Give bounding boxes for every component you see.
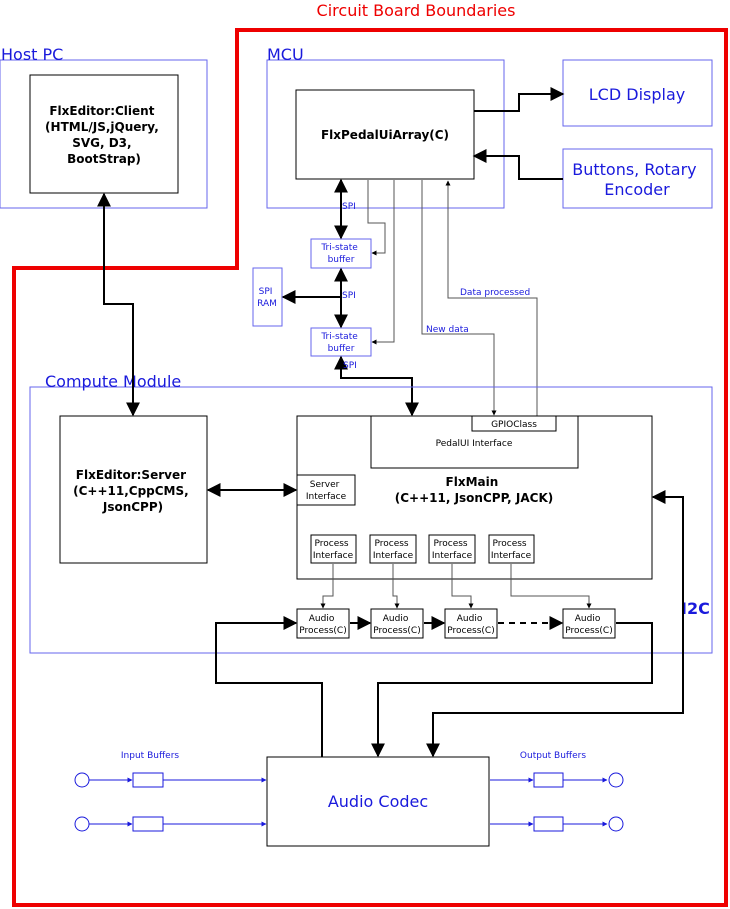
spi-ram-box: [252, 267, 283, 327]
output-channel-1: [490, 772, 624, 788]
process-interface-1-label: Process Interface: [313, 539, 354, 561]
client-server-link: [97, 192, 140, 417]
output-jack-1: [608, 772, 624, 788]
server-line-1: FlxEditor:Server: [76, 468, 186, 482]
server-line-2: (C++11,CppCMS,: [73, 484, 189, 498]
compute-module-title: Compute Module: [45, 372, 181, 391]
input-jack-1: [74, 772, 90, 788]
audio-process-2: [370, 608, 424, 639]
spi-label-2: SPI: [342, 291, 356, 301]
client-line-3: SVG, D3,: [72, 136, 131, 150]
input-channel-2: [74, 816, 267, 832]
tristate-buffer-2: [310, 327, 372, 357]
control-line-buffer2: [371, 180, 395, 345]
tristate-2-line-1: Tri-state: [320, 332, 358, 342]
input-jack-2: [74, 816, 90, 832]
server-interface-label: Server Interface: [306, 480, 347, 502]
new-data-line: [421, 180, 497, 416]
data-processed-label: Data processed: [460, 288, 530, 298]
arrow-to-lcd: [474, 87, 565, 112]
audio-process-1-label: Audio Process(C): [299, 614, 346, 636]
compute-module-region: [29, 386, 713, 654]
spi-ram-line-2: RAM: [257, 299, 277, 309]
client-line-2: (HTML/JS,jQuery,: [45, 120, 159, 134]
buttons-line-1: Buttons, Rotary: [572, 160, 696, 179]
pi1-to-ap1: [320, 564, 334, 609]
mcu-region: [266, 59, 505, 209]
output-buffers-label: Output Buffers: [520, 751, 586, 761]
spi-ram-line-1: SPI: [259, 287, 273, 297]
output-buffer-2: [533, 816, 564, 832]
pedalui-interface-label: PedalUI Interface: [436, 439, 513, 449]
buttons-line-2: Encoder: [604, 180, 670, 199]
server-interface-line-1: Server: [310, 480, 340, 490]
audio-process-2-label: Audio Process(C): [373, 614, 420, 636]
board-title: Circuit Board Boundaries: [317, 1, 516, 20]
lcd-display-label: LCD Display: [589, 85, 685, 104]
spi-bus-buffer2-compute: [334, 355, 419, 417]
input-buffer-1: [132, 772, 164, 788]
audio-codec-box: [266, 756, 490, 847]
spi-label-3: SPI: [343, 361, 357, 371]
client-line-1: FlxEditor:Client: [49, 104, 154, 118]
flxeditor-client-box: [29, 74, 179, 194]
host-pc-title: Host PC: [1, 45, 63, 64]
process-interface-2: [369, 534, 417, 564]
output-buffer-1: [533, 772, 564, 788]
gpio-class-box: [471, 415, 557, 432]
tristate-buffer-2-label: Tri-state buffer: [320, 332, 360, 354]
arrow-from-buttons: [472, 149, 563, 180]
codec-to-ap1: [215, 616, 323, 757]
control-line-buffer1: [367, 180, 386, 256]
audio-codec-label: Audio Codec: [328, 792, 428, 811]
gpio-class-label: GPIOClass: [491, 420, 537, 430]
flxeditor-client-label: FlxEditor:Client (HTML/JS,jQuery, SVG, D…: [45, 104, 163, 166]
audio-processes: Audio Process(C) Audio Process(C) Audio …: [296, 608, 616, 639]
output-channel-2: [490, 816, 624, 832]
board-boundary: [12, 28, 728, 907]
server-interface-line-2: Interface: [306, 492, 347, 502]
input-channel-1: [74, 772, 267, 788]
new-data-label: New data: [426, 325, 469, 335]
tristate-buffer-1-label: Tri-state buffer: [320, 243, 360, 265]
data-processed-line: [445, 180, 538, 416]
server-line-3: JsonCPP): [102, 500, 163, 514]
tristate-1-line-1: Tri-state: [320, 243, 358, 253]
pi2-to-ap2: [392, 564, 400, 609]
process-interface-1: [310, 534, 357, 564]
input-buffers-label: Input Buffers: [121, 751, 179, 761]
output-jack-2: [608, 816, 624, 832]
i2c-link: [426, 490, 684, 758]
buttons-encoder-label: Buttons, Rotary Encoder: [572, 160, 702, 199]
flxeditor-server-label: FlxEditor:Server (C++11,CppCMS, JsonCPP): [73, 468, 193, 514]
audio-process-1: [296, 608, 350, 639]
flxpedaluiarray-label: FlxPedalUiArray(C): [321, 128, 449, 142]
process-interface-2-label: Process Interface: [373, 539, 414, 561]
flxmain-line-1: FlxMain: [446, 475, 499, 489]
input-buffer-2: [132, 816, 164, 832]
flxeditor-server-box: [59, 415, 208, 564]
flxmain-line-2: (C++11, JsonCPP, JACK): [395, 491, 554, 505]
tristate-2-line-2: buffer: [328, 344, 355, 354]
tristate-1-line-2: buffer: [328, 255, 355, 265]
i2c-label: I2C: [681, 599, 710, 618]
spi-label-1: SPI: [342, 202, 356, 212]
server-interface-box: [296, 474, 356, 506]
flxpedaluiarray-box: [295, 89, 475, 180]
ap4-to-codec: [371, 622, 653, 758]
spi-ram-label: SPI RAM: [257, 287, 277, 309]
mcu-title: MCU: [267, 45, 304, 64]
client-line-4: BootStrap): [67, 152, 141, 166]
